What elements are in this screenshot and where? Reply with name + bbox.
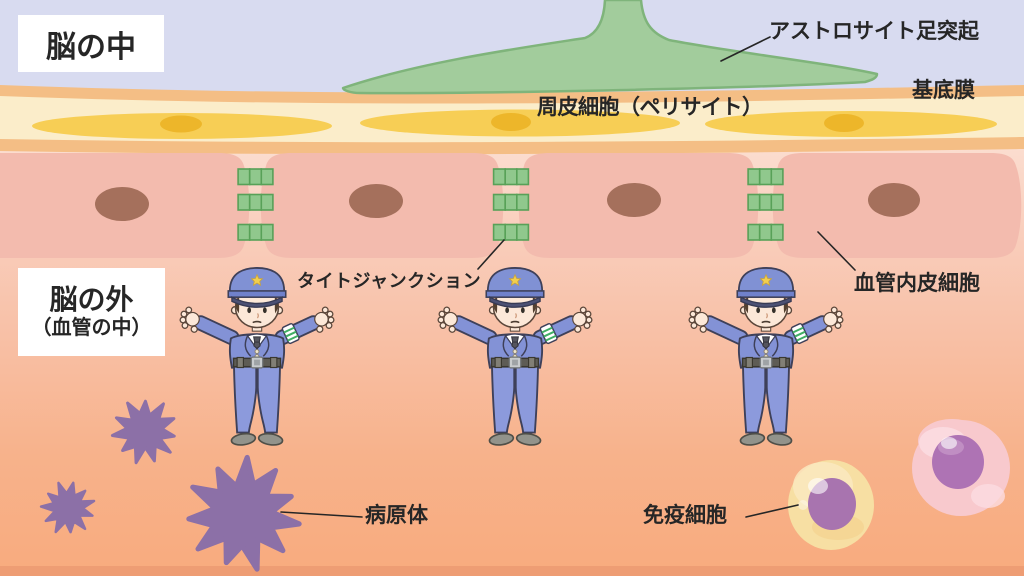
pericyte-cells [32,109,997,139]
tight-junction-1 [237,168,274,241]
label-astrocyte-endfoot: アストロサイト足突起 [769,20,979,43]
immune-cell-yellow [788,460,874,550]
pointer-tight-junction [477,239,505,270]
pointer-astrocyte [720,36,771,62]
outside-brain-subtext: （血管の中） [31,317,152,340]
tight-junctions [237,168,784,241]
region-label-outside-brain: 脳の外 （血管の中） [18,268,165,356]
label-pathogen: 病原体 [365,504,428,527]
pointer-pathogen [280,511,363,518]
label-pericyte: 周皮細胞（ペリサイト） [537,96,763,119]
label-basement-membrane: 基底膜 [912,79,975,102]
outside-brain-text: 脳の外 [49,283,134,315]
label-immune-cell: 免疫細胞 [643,504,727,527]
label-endothelial-cell: 血管内皮細胞 [854,272,980,295]
label-tight-junction: タイトジャンクション [297,271,482,291]
tight-junction-3 [747,168,784,241]
inside-brain-text: 脳の中 [46,30,136,64]
tight-junction-2 [492,168,530,241]
pointer-endothelial [817,231,856,271]
region-label-inside-brain: 脳の中 [18,15,164,72]
pointer-lines [280,36,856,518]
endothelial-cell-layer [0,153,1022,258]
immune-cell-pink [912,419,1010,516]
astrocyte-endfoot-shape [341,0,879,95]
pointer-immune [745,504,799,518]
